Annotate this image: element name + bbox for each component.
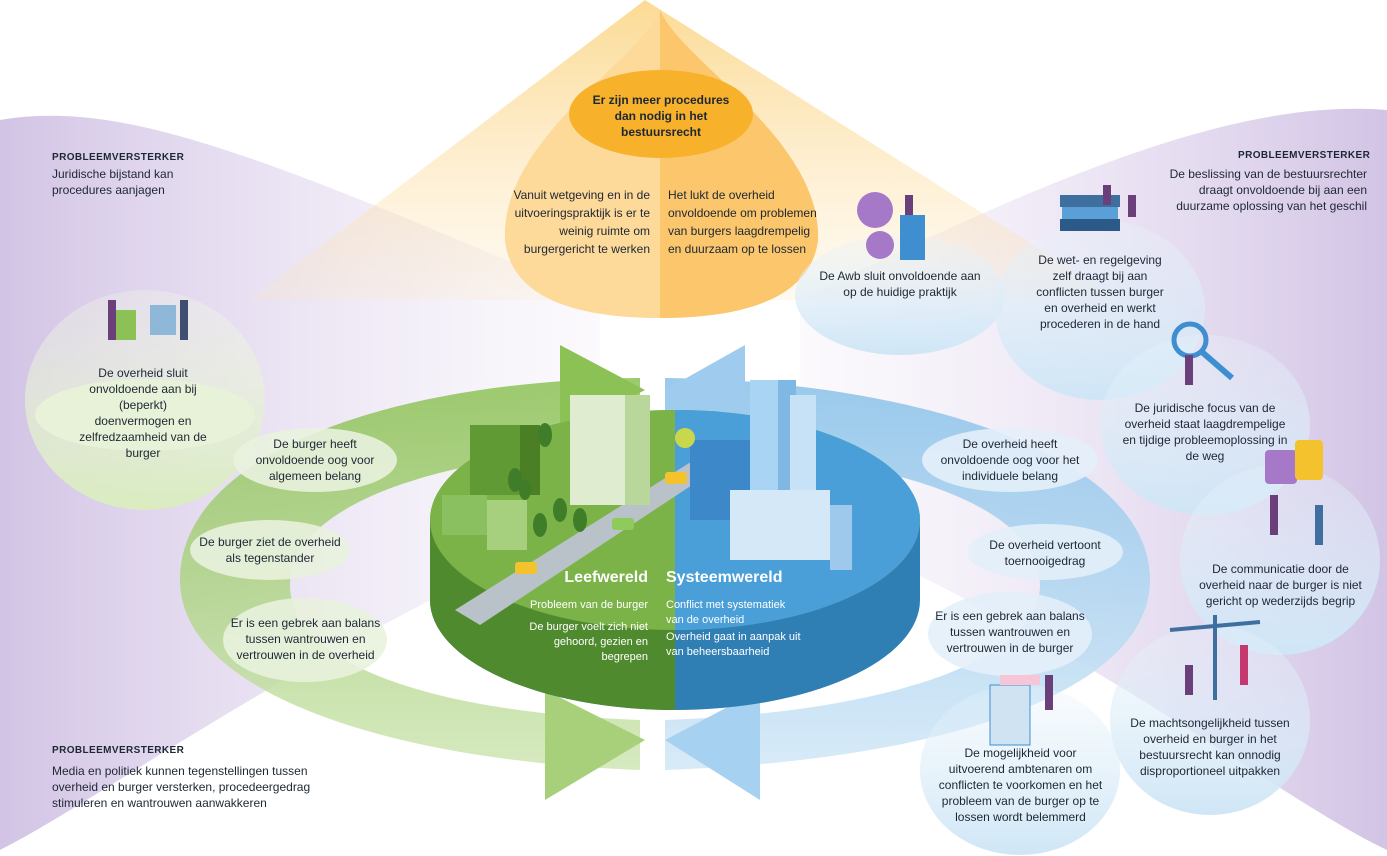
top-right-text: Het lukt de overheid onvoldoende om prob… [668,188,817,256]
bubble-comm [1180,465,1380,655]
bubble-focus-text: De juridische focus van de overheid staa… [1122,401,1288,463]
bubble-macht [1110,625,1310,815]
blue-building-2 [730,490,830,560]
question-exclamation-icon [1265,440,1323,484]
leefwereld-text-2: De burger voelt zich niet gehoord, gezie… [529,621,648,663]
green-ring-item-3: Er is een gebrek aan balans tussen wantr… [230,616,381,662]
systeemwereld-text-2: Overheid gaat in aanpak uit van beheersb… [666,631,801,658]
blue-oval-2 [967,524,1123,580]
bubble-awb [795,235,1005,355]
scale-icon [1169,615,1261,700]
systeemwereld-text-1: Conflict met systematiek van de overheid [666,599,786,626]
bubble-awb-text: De Awb sluit onvoldoende aan op de huidi… [819,269,981,299]
amplifier-bottom-left: Media en politiek kunnen tegenstellingen… [52,764,311,810]
bubble-amb-text: De mogelijkheid voor uitvoerend ambtenar… [938,746,1103,824]
green-oval-1 [233,428,397,492]
amplifier-label-top-right: PROBLEEMVERSTERKER [1238,150,1371,161]
books-icon [1060,195,1120,231]
amplifier-top-left: Juridische bijstand kan procedures aanja… [52,167,174,197]
top-left-text: Vanuit wetgeving en in de uitvoeringspra… [513,188,650,256]
top-title: Er zijn meer procedures dan nodig in het… [592,93,730,139]
amplifier-top-right: De beslissing van de bestuursrechter dra… [1169,167,1367,213]
amplifier-label-top-left: PROBLEEMVERSTERKER [52,152,185,163]
blue-oval-1 [922,428,1098,492]
leefwereld-text-1: Probleem van de burger [529,599,648,611]
left-bubble-text: De overheid sluit onvoldoende aan bij (b… [79,366,207,460]
gear-icon [857,192,894,259]
blue-ring-item-2: De overheid vertoont toernooigedrag [989,538,1101,568]
orange-title-disc [569,70,753,158]
leefwereld-title: Leefwereld [564,569,648,586]
blue-ring-item-1: De overheid heeft onvoldoende oog voor h… [940,437,1080,483]
road [455,450,730,625]
green-ring-item-2: De burger ziet de overheid als tegenstan… [199,535,341,565]
bubble-amb [920,685,1120,855]
blue-oval-3 [928,592,1092,676]
bubble-macht-text: De machtsongelijkheid tussen overheid en… [1130,716,1290,778]
bubble-wet-text: De wet- en regelgeving zelf draagt bij a… [1036,253,1164,331]
green-ring-item-1: De burger heeft onvoldoende oog voor alg… [255,437,375,483]
amplifier-label-bottom-left: PROBLEEMVERSTERKER [52,745,185,756]
blue-ring-item-3: Er is een gebrek aan balans tussen wantr… [935,609,1085,655]
green-oval-3 [223,598,387,682]
bubble-comm-text: De communicatie door de overheid naar de… [1199,562,1362,608]
document-stack-icon [989,675,1040,746]
green-oval-2 [190,520,350,580]
systeemwereld-title: Systeemwereld [666,569,783,586]
green-building-2 [570,395,625,505]
